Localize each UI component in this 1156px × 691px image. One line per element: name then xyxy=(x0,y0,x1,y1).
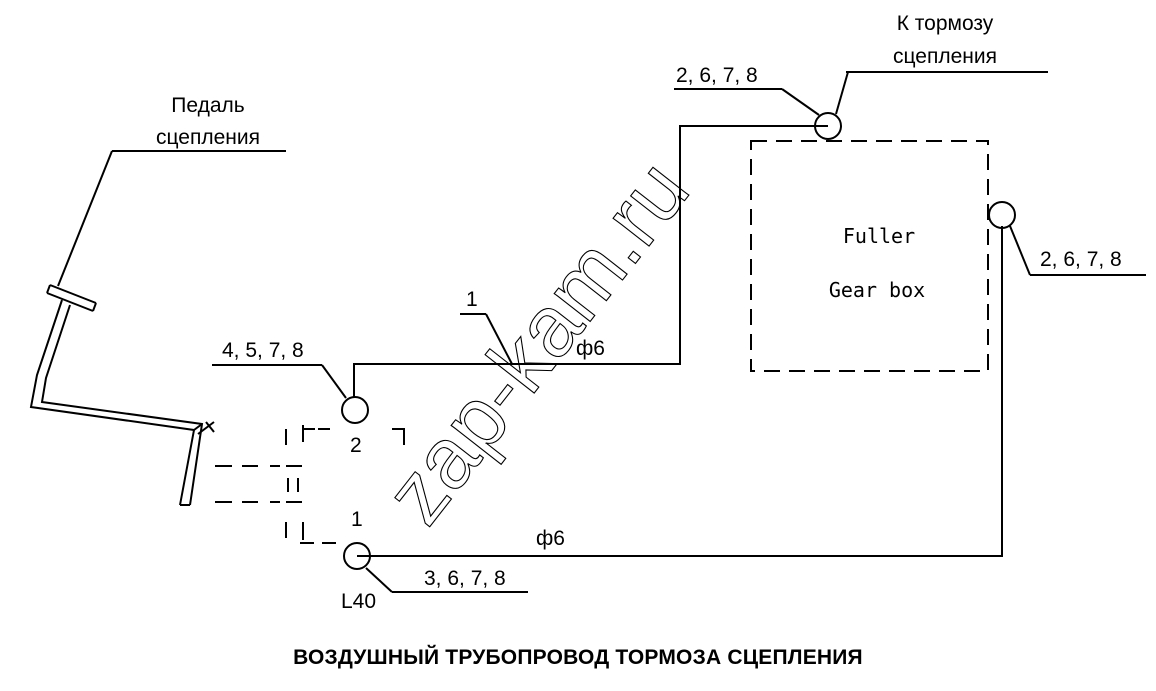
leader-pedal-diag xyxy=(57,150,113,287)
gearbox-label-line2: Gear box xyxy=(829,278,925,302)
label-parts-left: 4, 5, 7, 8 xyxy=(222,339,304,362)
label-pedal-line1: Педаль xyxy=(171,94,244,117)
label-pipe-number: 1 xyxy=(466,288,478,311)
lower-air-pipe xyxy=(357,226,1003,557)
gearbox-label-line1: Fuller xyxy=(843,224,915,248)
label-parts-right: 2, 6, 7, 8 xyxy=(1040,248,1122,271)
label-valve-port-2: 2 xyxy=(350,434,362,457)
clutch-valve xyxy=(215,425,405,544)
leader-pipe-number-diag xyxy=(485,313,513,365)
leader-parts-left-diag xyxy=(321,364,347,399)
clutch-pedal xyxy=(29,284,215,506)
diagram-title: ВОЗДУШНЫЙ ТРУБОПРОВОД ТОРМОЗА СЦЕПЛЕНИЯ xyxy=(293,646,863,669)
label-valve-port-1: 1 xyxy=(351,508,363,531)
svg-text:zap-kam.ru: zap-kam.ru xyxy=(367,143,707,541)
fitting-top xyxy=(814,112,842,140)
fitting-left xyxy=(341,396,369,424)
label-valve-code: L40 xyxy=(341,590,376,613)
leader-parts-right xyxy=(1009,225,1031,276)
label-brake-line2: сцепления xyxy=(893,45,997,68)
label-parts-top: 2, 6, 7, 8 xyxy=(676,64,758,87)
label-brake-line1: К тормозу xyxy=(897,12,994,35)
gearbox-outline xyxy=(750,140,989,372)
upper-air-pipe xyxy=(353,125,828,398)
watermark: zap-kam.ru xyxy=(366,143,708,542)
leader-parts-top-diag xyxy=(781,88,820,116)
label-parts-bottom: 3, 6, 7, 8 xyxy=(424,567,506,590)
leader-brake xyxy=(835,71,849,115)
label-diameter-lower: ф6 xyxy=(536,527,565,550)
label-diameter-upper: ф6 xyxy=(576,337,605,360)
label-pedal-line2: сцепления xyxy=(156,126,260,149)
fitting-right xyxy=(988,201,1016,229)
fitting-bottom xyxy=(343,542,371,570)
leader-parts-bottom xyxy=(365,567,393,593)
